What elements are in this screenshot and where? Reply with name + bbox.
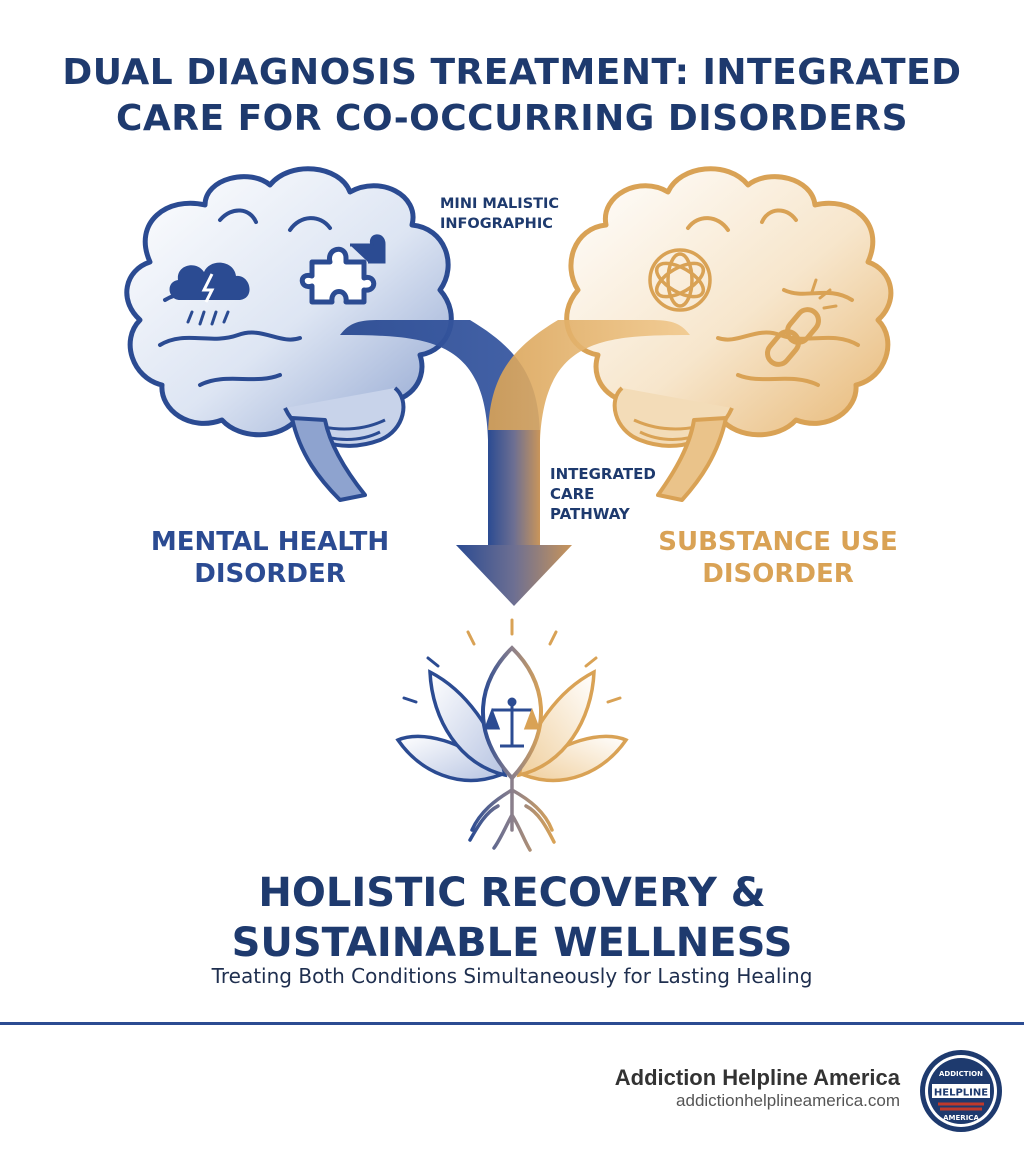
svg-text:AMERICA: AMERICA	[943, 1114, 979, 1122]
annotation-line-1: MINI MALISTIC	[440, 196, 560, 212]
mental-health-line-1: MENTAL HEALTH	[150, 527, 390, 557]
brand-url[interactable]: addictionhelplineamerica.com	[676, 1091, 900, 1110]
pathway-line-1: INTEGRATED	[550, 465, 656, 483]
integrated-care-pathway-label: INTEGRATED CARE PATHWAY	[550, 464, 690, 524]
substance-use-brain-icon	[564, 166, 894, 502]
integrated-care-arrow	[340, 320, 690, 606]
title-line-2: CARE FOR CO-OCCURRING DISORDERS	[115, 98, 909, 139]
mental-health-line-2: DISORDER	[194, 559, 346, 589]
pathway-line-2: CARE	[550, 485, 595, 503]
brand-name: Addiction Helpline America	[614, 1065, 900, 1090]
svg-text:ADDICTION: ADDICTION	[939, 1070, 983, 1078]
mental-health-label: MENTAL HEALTH DISORDER	[120, 526, 420, 590]
pathway-line-3: PATHWAY	[550, 505, 630, 523]
outcome-line-2: SUSTAINABLE WELLNESS	[231, 920, 793, 966]
tangled-knot-icon	[648, 248, 712, 312]
outcome-line-1: HOLISTIC RECOVERY &	[258, 870, 766, 916]
mental-health-brain-icon	[124, 166, 454, 502]
outcome-heading: HOLISTIC RECOVERY & SUSTAINABLE WELLNESS	[0, 868, 1024, 968]
helpline-seal-logo: HELPLINE ADDICTION AMERICA	[920, 1050, 1002, 1132]
outcome-subtitle: Treating Both Conditions Simultaneously …	[211, 964, 813, 988]
annotation-line-2: INFOGRAPHIC	[440, 216, 553, 232]
title-line-1: DUAL DIAGNOSIS TREATMENT: INTEGRATED	[62, 52, 962, 93]
substance-use-label: SUBSTANCE USE DISORDER	[628, 526, 928, 590]
substance-use-line-1: SUBSTANCE USE	[658, 527, 898, 557]
balance-scale-icon	[483, 697, 541, 748]
substance-use-line-2: DISORDER	[702, 559, 854, 589]
storm-cloud-icon	[169, 262, 250, 326]
chain-link-icon	[765, 278, 838, 367]
page-title: DUAL DIAGNOSIS TREATMENT: INTEGRATED CAR…	[0, 50, 1024, 142]
footer-divider	[0, 1022, 1024, 1025]
infographic-annotation: MINI MALISTIC INFOGRAPHIC	[440, 194, 610, 234]
puzzle-piece-icon	[299, 234, 386, 305]
svg-text:HELPLINE: HELPLINE	[934, 1088, 988, 1099]
